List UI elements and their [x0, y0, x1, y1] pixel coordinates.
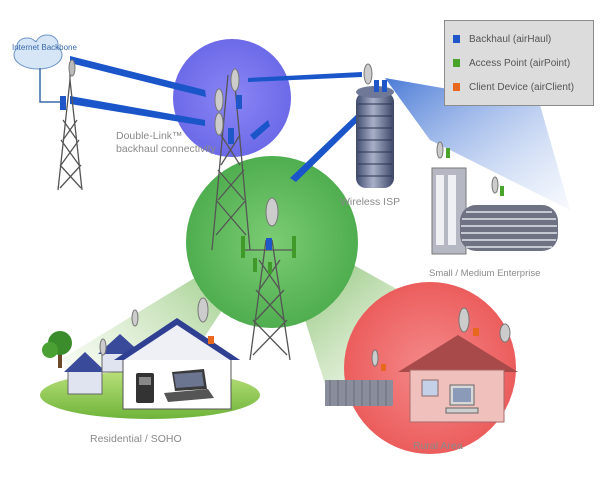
backhaul-dish-2-icon: [214, 88, 224, 112]
backhaul-beam-2: [70, 96, 205, 126]
backhaul-beam-3: [248, 72, 362, 82]
residential-label: Residential / SOHO: [90, 433, 182, 445]
backbone-radio-icon: [60, 96, 66, 110]
laptop-icon: [164, 369, 214, 402]
isp-building-icon: [356, 86, 394, 188]
enterprise-dish-1-icon: [436, 141, 444, 159]
tree-icon: [42, 331, 72, 368]
wireless-isp-label: Wireless ISP: [340, 196, 401, 208]
beam-to-enterprise: [385, 78, 570, 210]
backhaul-dish-1-icon: [230, 68, 240, 92]
backhaul-radio-2-icon: [228, 128, 234, 144]
backbone-tower-icon: [57, 62, 83, 191]
enterprise-label: Small / Medium Enterprise: [429, 268, 541, 279]
enterprise-dish-2-icon: [491, 176, 499, 194]
legend-item-client-device: Client Device (airClient): [453, 75, 593, 99]
rural-client-2-icon: [381, 364, 386, 371]
desktop-computer-icon: [445, 384, 479, 414]
double-link-label-line2: backhaul connectivity: [116, 143, 216, 155]
legend-item-backhaul: Backhaul (airHaul): [453, 27, 593, 51]
sector-antennas-icon: [241, 236, 296, 274]
legend-swatch-orange-icon: [453, 83, 460, 91]
legend-label: Backhaul (airHaul): [469, 33, 552, 45]
rural-area-label: Rural Area: [413, 440, 463, 452]
internet-cloud-icon: [13, 34, 63, 70]
backhaul-radio-1-icon: [236, 95, 242, 109]
isp-radio-2-icon: [382, 80, 387, 92]
backbone-dish-icon: [68, 59, 76, 77]
legend-swatch-blue-icon: [453, 35, 460, 43]
legend: Backhaul (airHaul) Access Point (airPoin…: [444, 20, 594, 106]
backhaul-dish-3-icon: [214, 112, 224, 136]
legend-label: Access Point (airPoint): [469, 57, 571, 69]
backbone-cable: [39, 68, 60, 103]
rural-client-1-icon: [473, 328, 479, 336]
double-link-label-line1: Double-Link™: [116, 130, 183, 142]
enterprise-radio-1-icon: [446, 148, 450, 158]
rural-dish-3-icon: [499, 323, 511, 343]
isp-radio-icon: [374, 80, 379, 92]
residential-client-icon: [208, 336, 214, 344]
enterprise-buildings-icon: [431, 167, 558, 255]
residential-dish-3-icon: [197, 297, 209, 323]
access-point-dish-icon: [265, 197, 279, 227]
double-link-label: Double-Link™ backhaul connectivity: [116, 130, 216, 156]
isp-dish-icon: [363, 63, 373, 85]
legend-item-access-point: Access Point (airPoint): [453, 51, 593, 75]
backhaul-beam-1: [70, 56, 206, 97]
backhaul-beam-5: [250, 120, 270, 140]
phone-icon: [136, 373, 154, 403]
residential-dish-1-icon: [131, 309, 139, 327]
access-point-radio-1-icon: [266, 238, 272, 250]
enterprise-radio-2-icon: [500, 186, 504, 196]
backhaul-tower-icon: [211, 74, 251, 251]
rural-dish-1-icon: [458, 307, 470, 333]
rural-dish-2-icon: [371, 349, 379, 367]
rural-shed-icon: [325, 380, 393, 406]
legend-swatch-green-icon: [453, 59, 460, 67]
legend-label: Client Device (airClient): [469, 81, 575, 93]
access-point-tower-icon: [242, 239, 295, 361]
residential-dish-2-icon: [99, 338, 107, 356]
internet-backbone-label: Internet Backbone: [12, 43, 77, 52]
